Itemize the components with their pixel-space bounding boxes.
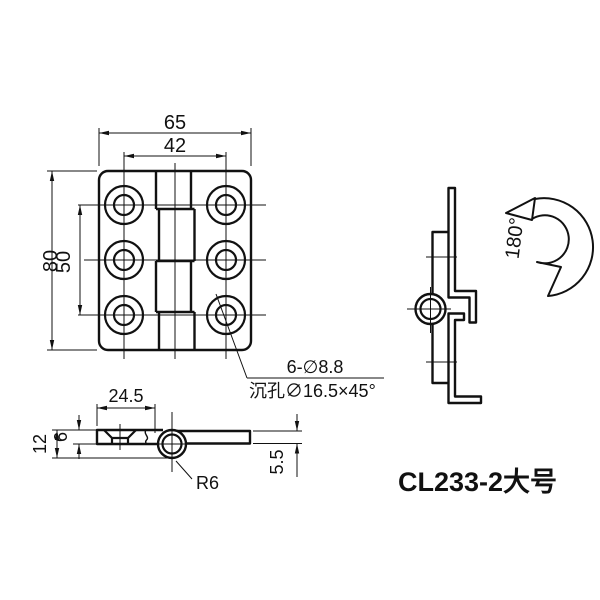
hole-note-line1: 6-∅8.8: [287, 357, 344, 377]
dim-right-thickness-label: 5.5: [267, 449, 287, 474]
rotation-angle-label: 180°: [502, 216, 529, 260]
hole-note-line2: 沉孔∅16.5×45°: [249, 381, 376, 401]
mounting-hole: [103, 294, 145, 336]
hole-callout: 6-∅8.8 沉孔∅16.5×45°: [215, 293, 384, 401]
bottom-right-leaf: [177, 429, 252, 445]
mounting-hole: [103, 239, 145, 281]
rotation-arrow-arc: [531, 197, 595, 297]
mounting-hole: [205, 239, 247, 281]
rotation-arrow: 180°: [502, 197, 595, 297]
dim-tab-24-5: 24.5: [96, 386, 156, 433]
dim-hole-span-50-label: 50: [53, 251, 75, 273]
dim-hole-span-42: 42: [124, 135, 226, 159]
mounting-hole: [205, 184, 247, 226]
front-view: 65 42 80 50 6-∅8.8 沉孔∅16.5×45°: [40, 112, 384, 401]
break-line: [144, 429, 149, 445]
front-centerlines: [78, 152, 266, 359]
dim-hole-span-42-label: 42: [164, 135, 186, 157]
dim-height-80-label: 80: [40, 250, 62, 272]
part-number-title: CL233-2大号: [398, 467, 557, 497]
dim-tab-label: 24.5: [108, 386, 143, 406]
mounting-hole: [205, 294, 247, 336]
dim-total-12: 12: [30, 429, 170, 459]
dim-width-65: 65: [98, 112, 252, 166]
radius-label: R6: [196, 473, 219, 493]
radius-leader: [175, 460, 193, 480]
dim-thickness-label: 6: [51, 432, 71, 442]
bottom-view: 24.5 12 6 5.5 R6: [30, 386, 302, 493]
dim-total-label: 12: [30, 434, 50, 454]
mounting-hole: [103, 184, 145, 226]
hole-callout-leader: [215, 293, 384, 379]
bottom-centerlines: [119, 412, 188, 472]
side-upper-leaf: [447, 186, 478, 324]
dim-height-80: 80: [40, 170, 97, 351]
radius-callout: R6: [175, 460, 219, 493]
mounting-holes: [103, 184, 247, 336]
side-view: 180°: [407, 186, 595, 405]
dim-right-thickness-5-5: 5.5: [253, 414, 302, 477]
dim-hole-span-50: 50: [53, 205, 83, 315]
side-knuckle-blocks: [431, 230, 449, 385]
side-centerlines: [407, 256, 457, 363]
dim-thickness-6: 6: [51, 415, 96, 459]
dim-width-65-label: 65: [164, 112, 186, 134]
side-lower-leaf: [447, 312, 483, 405]
rotation-arrowhead-icon: [505, 197, 536, 221]
